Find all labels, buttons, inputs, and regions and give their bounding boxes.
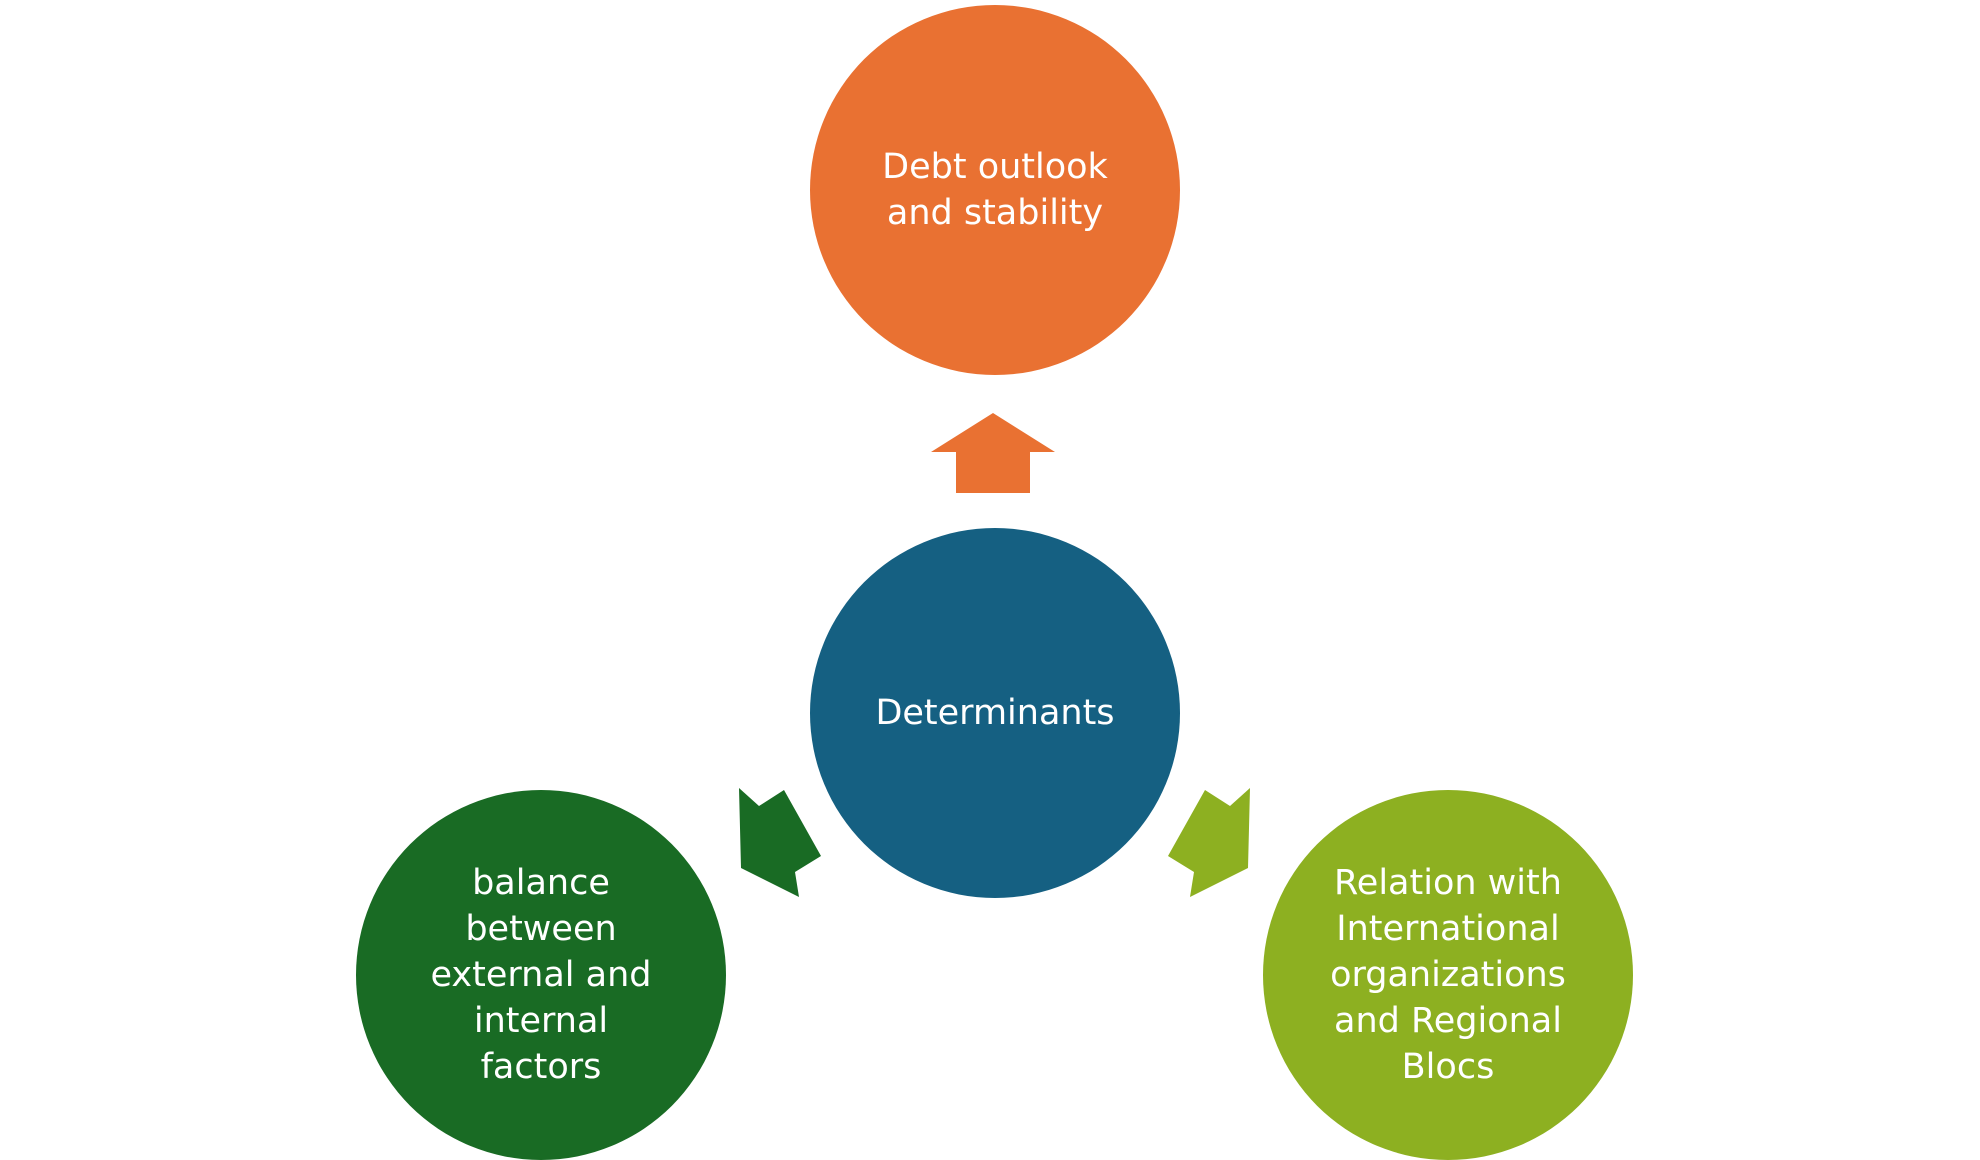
node-balance-factors-label: balance between external and internal fa… [430, 863, 652, 1087]
node-determinants-label: Determinants [875, 693, 1115, 733]
node-debt-outlook-label: Debt outlook and stability [882, 147, 1108, 233]
arrow-down-left-icon [739, 788, 821, 897]
node-international-relations-label: Relation with International organization… [1330, 863, 1566, 1087]
node-determinants: Determinants [810, 528, 1180, 898]
arrow-up-icon [931, 413, 1055, 493]
node-balance-factors: balance between external and internal fa… [356, 790, 726, 1160]
node-debt-outlook: Debt outlook and stability [810, 5, 1180, 375]
arrow-down-right-icon [1168, 788, 1250, 897]
node-international-relations: Relation with International organization… [1263, 790, 1633, 1160]
